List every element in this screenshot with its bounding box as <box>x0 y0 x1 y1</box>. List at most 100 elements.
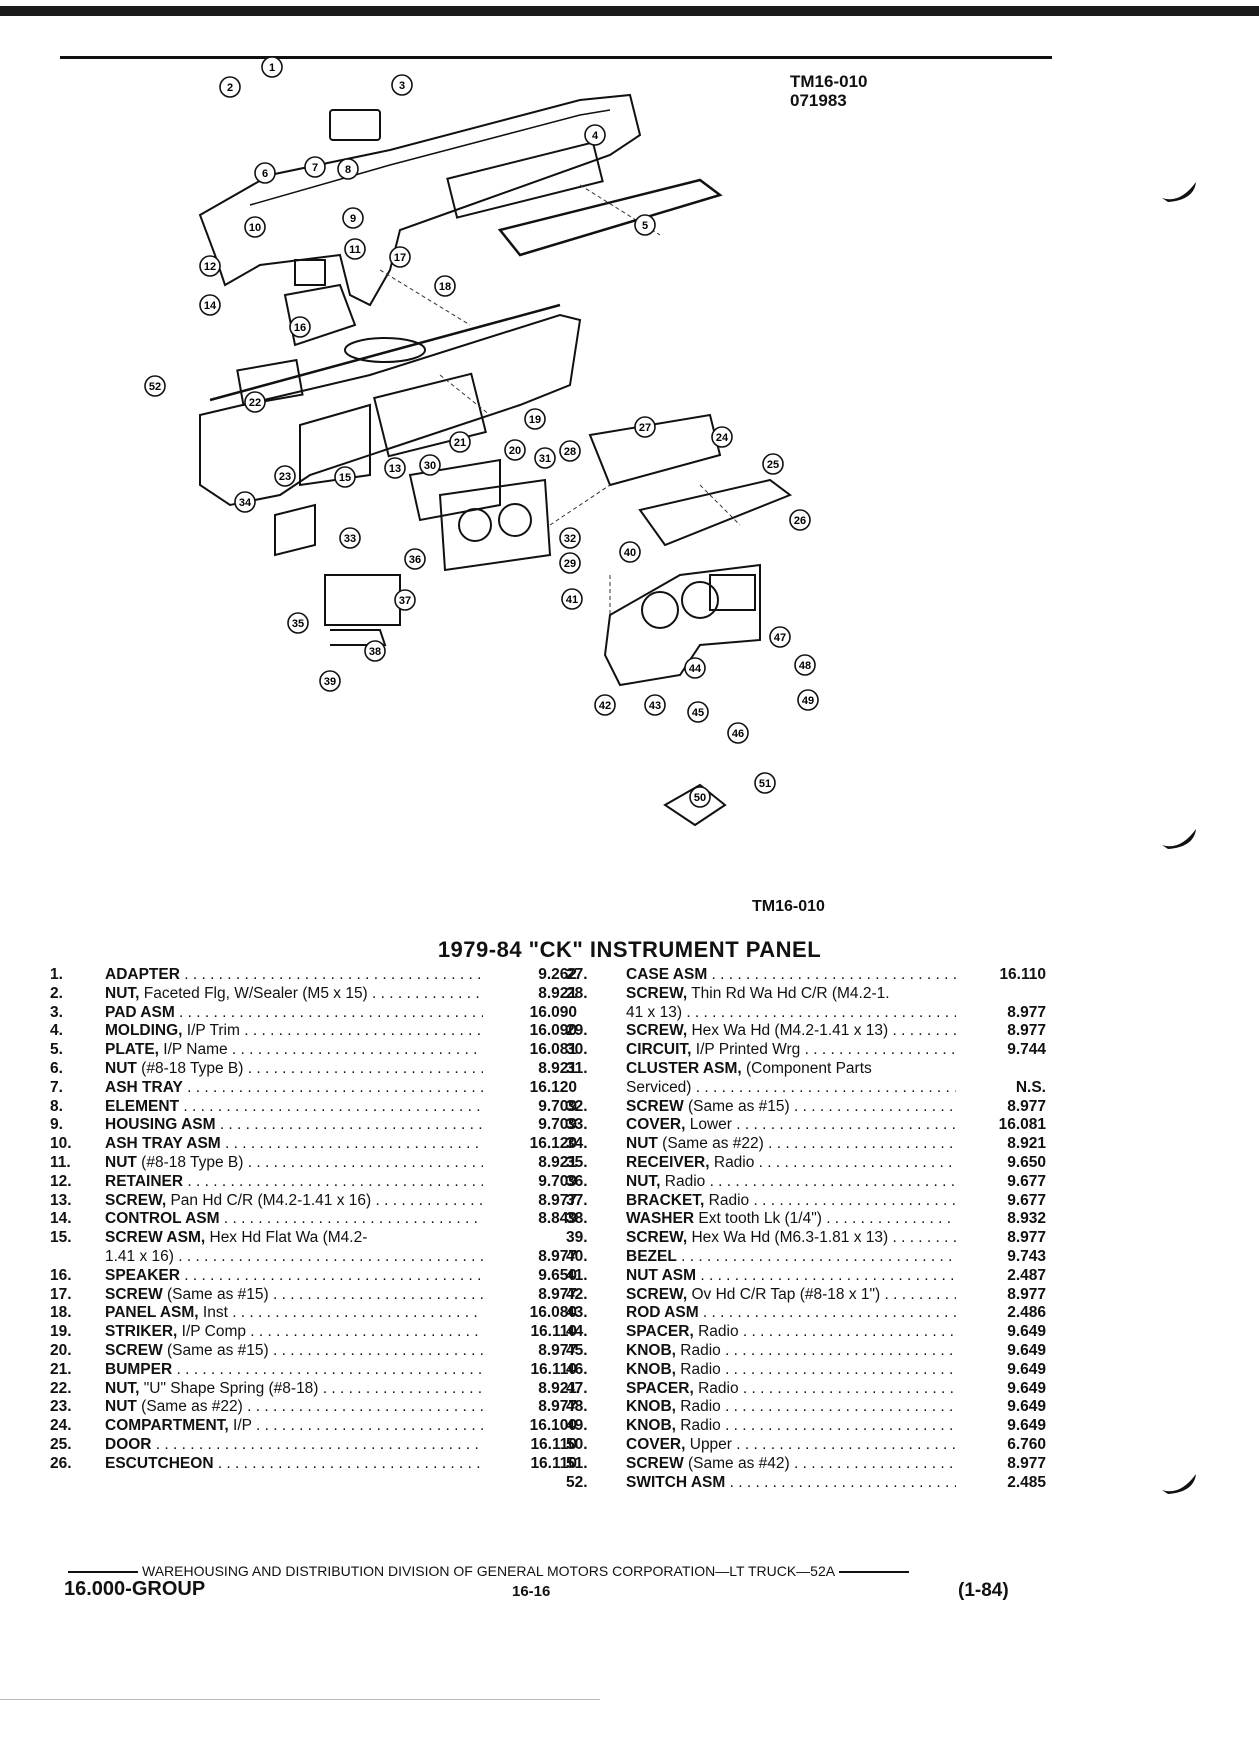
part-description: Radio <box>693 1323 739 1341</box>
svg-text:8: 8 <box>345 164 351 176</box>
part-name: CIRCUIT, I/P Printed Wrg . . . . . . . .… <box>626 1041 956 1060</box>
part-group-number: N.S. <box>1015 1078 1046 1096</box>
part-name: ADAPTER . . . . . . . . . . . . . . . . … <box>105 966 483 985</box>
part-name: COVER, Lower . . . . . . . . . . . . . .… <box>626 1116 956 1135</box>
svg-text:26: 26 <box>794 515 806 527</box>
part-number: 6. <box>50 1059 63 1077</box>
part-group-number: 9.709 <box>538 1172 577 1190</box>
part-description: Faceted Flg, W/Sealer (M5 x 15) <box>139 984 368 1002</box>
part-name: BEZEL . . . . . . . . . . . . . . . . . … <box>626 1248 956 1267</box>
part-number: 19. <box>50 1323 72 1341</box>
part-row: 20.SCREW (Same as #15) . . . . . . . . .… <box>50 1342 577 1361</box>
part-number: 33. <box>566 1116 588 1134</box>
dot-leader: . . . . . . . . . . . . . . . . . . . . … <box>725 1341 956 1359</box>
part-group-number: 8.921 <box>538 984 577 1002</box>
part-group-number: 8.977 <box>1007 1454 1046 1472</box>
scan-bottom-line <box>0 1699 600 1700</box>
part-name-main: PAD ASM <box>105 1003 175 1021</box>
part-row: 5.PLATE, I/P Name . . . . . . . . . . . … <box>50 1041 577 1060</box>
part-name: NUT, Faceted Flg, W/Sealer (M5 x 15) . .… <box>105 985 483 1004</box>
dot-leader: . . . . . . . . . . . . . . . . . . . . … <box>686 1003 956 1021</box>
part-name-main: NUT <box>105 1398 137 1416</box>
svg-text:52: 52 <box>149 381 161 393</box>
part-name-main: CLUSTER ASM, <box>626 1059 742 1077</box>
svg-text:24: 24 <box>716 432 729 444</box>
callout-10: 10 <box>244 216 266 238</box>
upper-cover-shape <box>663 783 727 827</box>
part-name-main: SCREW, <box>626 1229 688 1247</box>
part-group-number: 9.650 <box>538 1266 577 1284</box>
dot-leader: . . . . . . . . . . . . . . . . . . . . … <box>247 1153 483 1171</box>
part-description: (Same as #15) <box>683 1097 790 1115</box>
radio-receiver-shape <box>324 574 401 626</box>
svg-text:28: 28 <box>564 446 576 458</box>
part-row: 41 x 13) . . . . . . . . . . . . . . . .… <box>566 1004 1046 1023</box>
part-row: 12.RETAINER . . . . . . . . . . . . . . … <box>50 1172 577 1192</box>
callout-41: 41 <box>561 588 583 610</box>
part-group-number: 8.977 <box>538 1247 577 1265</box>
svg-text:10: 10 <box>249 222 261 234</box>
dot-leader: . . . . . . . . . . . . . . . . . . . . … <box>272 1285 483 1303</box>
part-description: I/P Name <box>158 1041 228 1059</box>
dot-leader: . . . . . . . . . . . . . . . . . . . . … <box>826 1210 956 1228</box>
callout-19: 19 <box>524 408 546 430</box>
callout-1: 1 <box>261 56 283 78</box>
part-number: 9. <box>50 1116 63 1134</box>
part-name-main: SCREW, <box>105 1191 167 1209</box>
part-number: 35. <box>566 1153 588 1171</box>
callout-45: 45 <box>687 701 709 723</box>
part-number: 27. <box>566 966 588 983</box>
part-name-main: SPACER, <box>626 1323 694 1341</box>
svg-text:21: 21 <box>454 437 466 449</box>
svg-text:2: 2 <box>227 82 233 94</box>
lower-cover-shape <box>274 503 316 557</box>
callout-51: 51 <box>754 772 776 794</box>
part-description: Serviced) <box>626 1078 692 1096</box>
callout-49: 49 <box>797 689 819 711</box>
part-name: SPACER, Radio . . . . . . . . . . . . . … <box>626 1323 956 1342</box>
callout-14: 14 <box>199 294 221 316</box>
part-name: DOOR . . . . . . . . . . . . . . . . . .… <box>105 1436 483 1455</box>
svg-text:16: 16 <box>294 322 306 334</box>
part-number: 47. <box>566 1379 588 1397</box>
part-number: 38. <box>566 1210 588 1228</box>
dot-leader: . . . . . . . . . . . . . . . . . . . . … <box>322 1379 483 1397</box>
svg-text:41: 41 <box>566 594 578 606</box>
dot-leader: . . . . . . . . . . . . . . . . . . . . … <box>804 1041 956 1059</box>
part-group-number: 16.081 <box>529 1041 577 1059</box>
part-name-main: ESCUTCHEON <box>105 1454 214 1472</box>
callout-43: 43 <box>644 694 666 716</box>
dot-leader: . . . . . . . . . . . . . . . . . . . . … <box>702 1304 956 1322</box>
part-name-main: SCREW ASM, <box>105 1229 206 1247</box>
svg-text:20: 20 <box>509 445 521 457</box>
part-group-number: 6.760 <box>1007 1435 1046 1453</box>
part-name: KNOB, Radio . . . . . . . . . . . . . . … <box>626 1398 956 1417</box>
part-row: 13.SCREW, Pan Hd C/R (M4.2-1.41 x 16) . … <box>50 1191 577 1211</box>
radio-bracket-shape <box>330 629 387 646</box>
svg-text:42: 42 <box>599 700 611 712</box>
part-name-main: RETAINER <box>105 1172 184 1190</box>
part-name-main: KNOB, <box>626 1417 676 1435</box>
part-name-main: NUT, <box>105 1379 140 1397</box>
callout-16: 16 <box>289 316 311 338</box>
molding-shape <box>497 178 723 257</box>
dot-leader: . . . . . . . . . . . . . . . . . . . . … <box>372 984 483 1002</box>
part-name: PANEL ASM, Inst . . . . . . . . . . . . … <box>105 1304 483 1323</box>
dot-leader: . . . . . . . . . . . . . . . . . . . . … <box>729 1473 956 1491</box>
part-row: 47.SPACER, Radio . . . . . . . . . . . .… <box>566 1380 1046 1399</box>
part-row: 1.41 x 16) . . . . . . . . . . . . . . .… <box>50 1248 577 1267</box>
callout-32: 32 <box>559 527 581 549</box>
part-name: SWITCH ASM . . . . . . . . . . . . . . .… <box>626 1474 956 1493</box>
svg-text:4: 4 <box>592 130 599 142</box>
part-name-main: SWITCH ASM <box>626 1473 726 1491</box>
part-number: 46. <box>566 1360 588 1378</box>
dot-leader: . . . . . . . . . . . . . . . . . . . . … <box>892 1022 956 1040</box>
part-name-main: SCREW <box>626 1454 684 1472</box>
part-name-main: NUT ASM <box>626 1266 697 1284</box>
part-row: 52.SWITCH ASM . . . . . . . . . . . . . … <box>566 1474 1046 1493</box>
part-name-main: PANEL ASM, <box>105 1304 199 1322</box>
part-number: 8. <box>50 1097 63 1115</box>
part-number: 48. <box>566 1398 588 1416</box>
part-name: SCREW (Same as #15) . . . . . . . . . . … <box>105 1342 483 1361</box>
svg-text:38: 38 <box>369 646 381 658</box>
